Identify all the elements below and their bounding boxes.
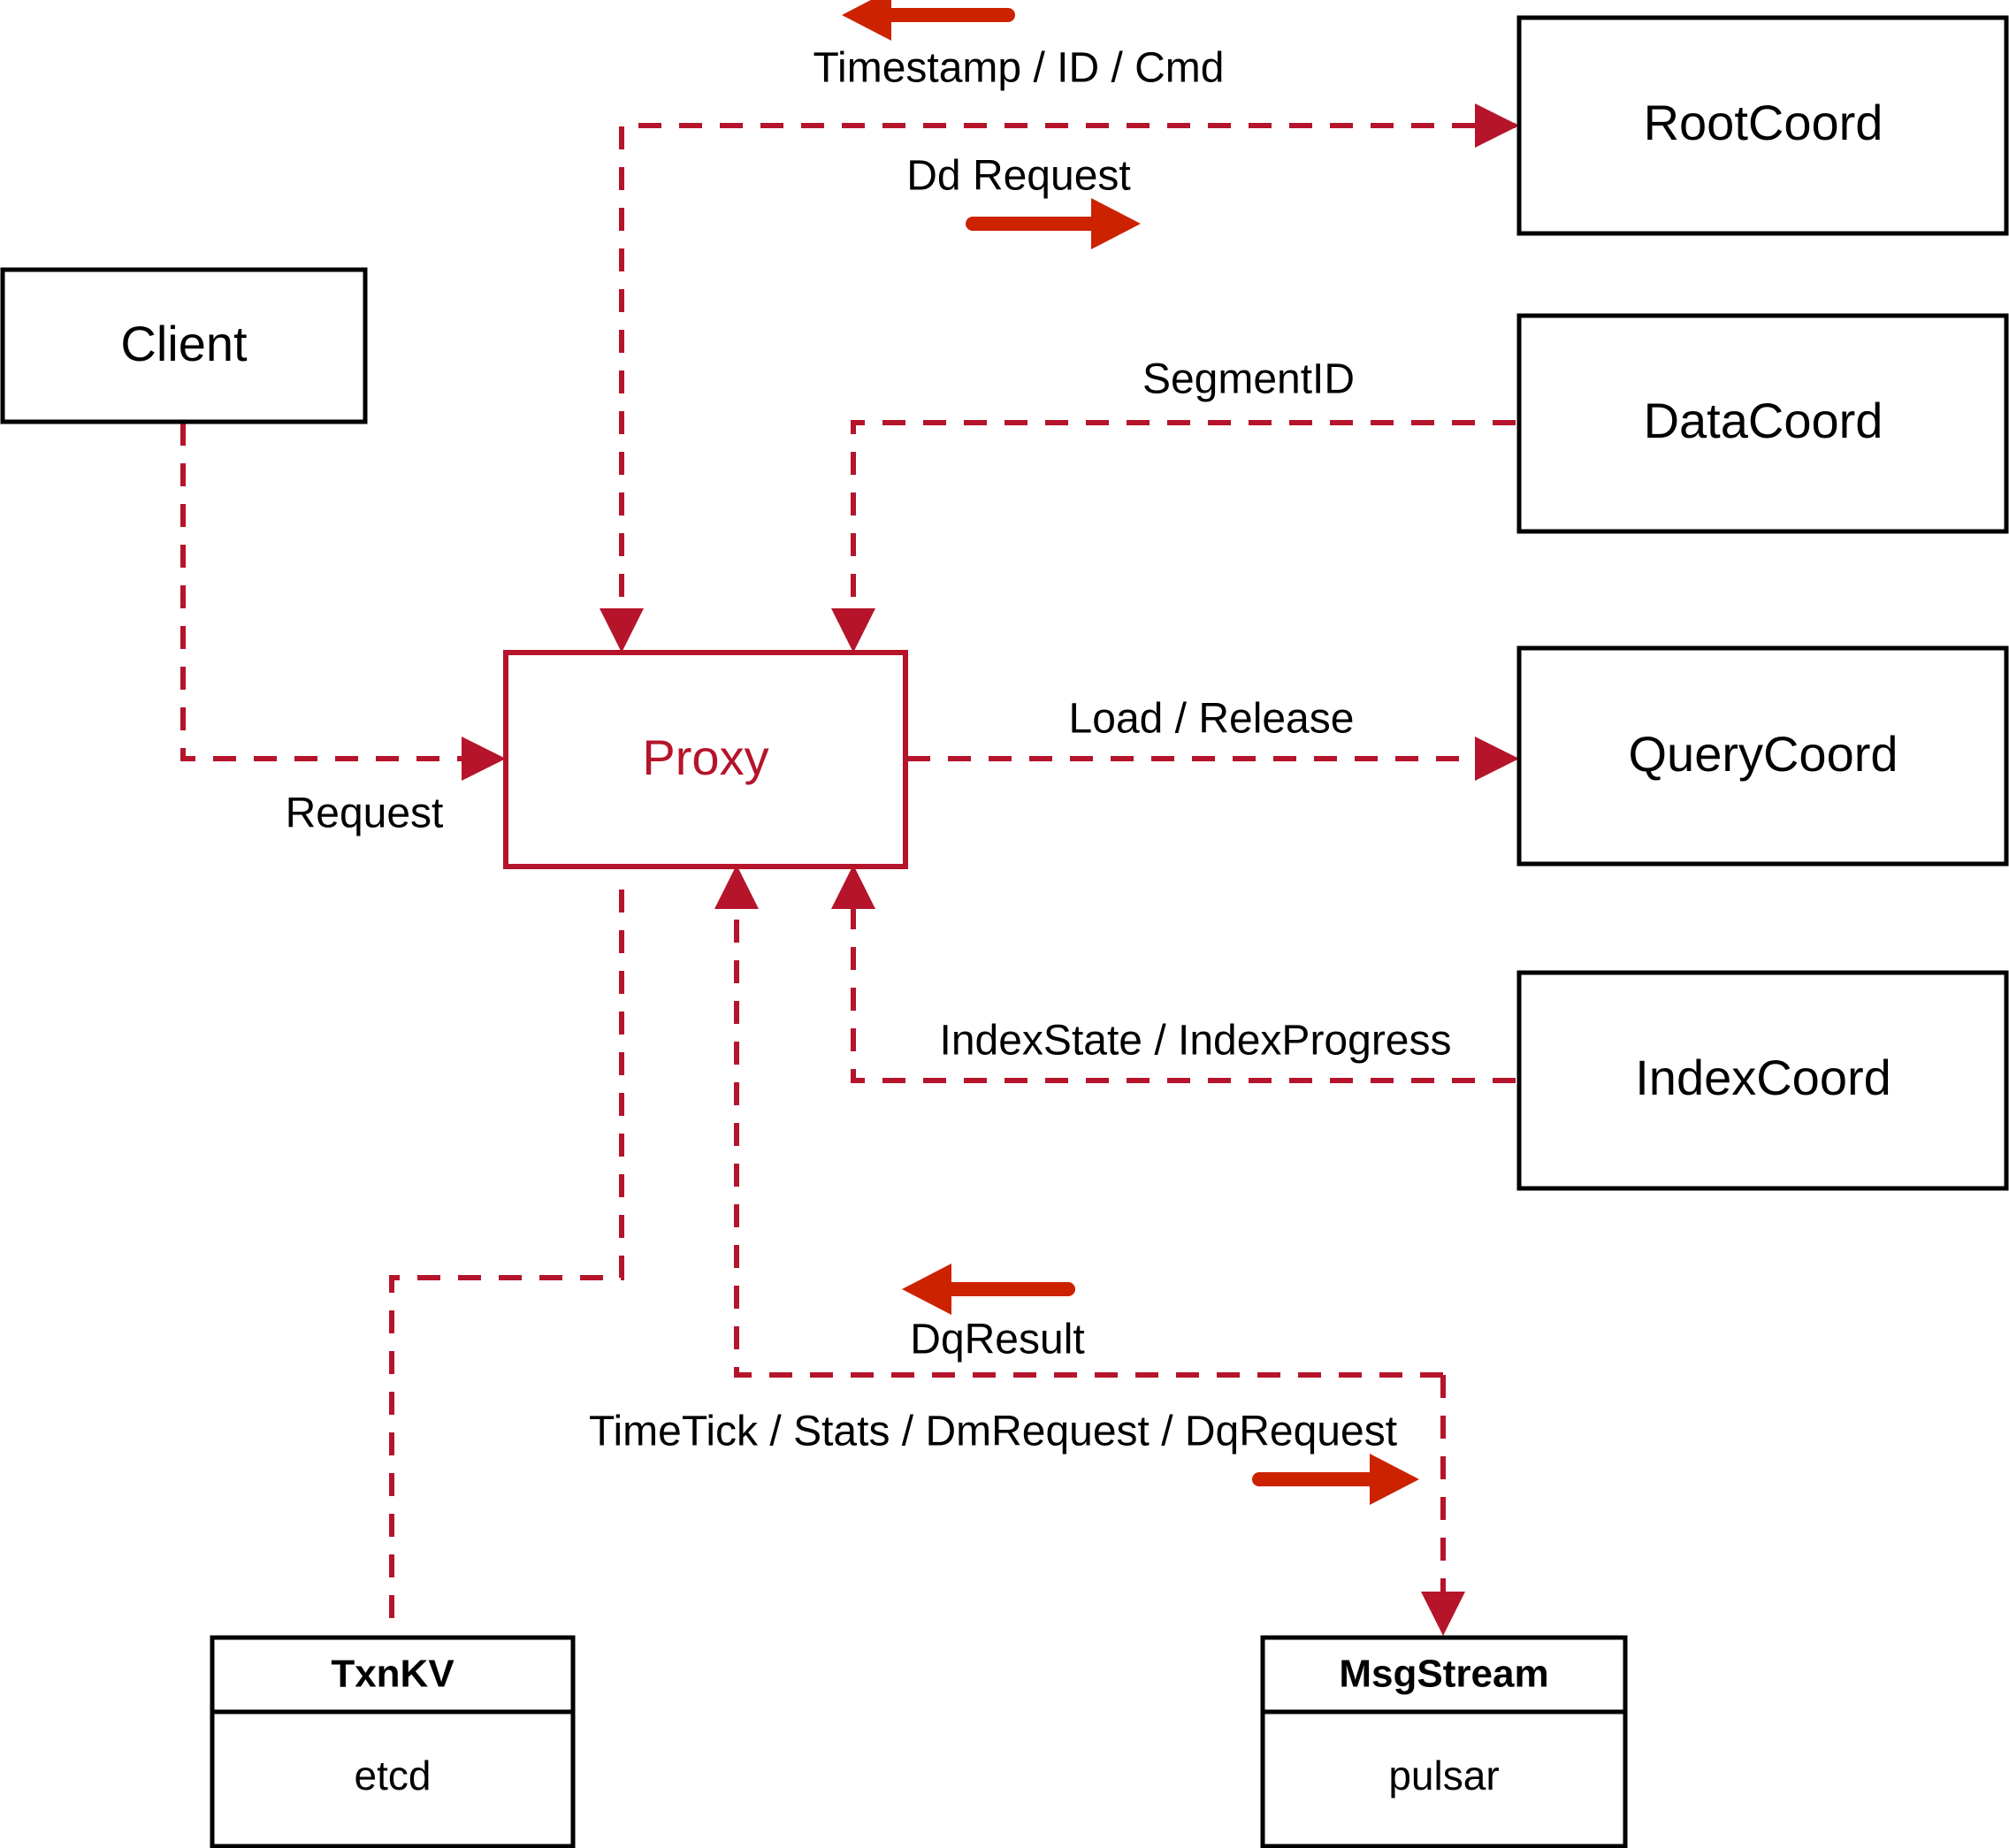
- node-datacoord[interactable]: DataCoord: [1516, 313, 2009, 534]
- store-msgstream-title: MsgStream: [1339, 1653, 1548, 1696]
- node-client-label: Client: [120, 316, 248, 371]
- link-client-to-proxy: [180, 423, 482, 761]
- node-indexcoord-label: IndexCoord: [1635, 1050, 1891, 1105]
- store-txnkv-title: TxnKV: [331, 1653, 455, 1696]
- edge-label-dqresult: DqResult: [910, 1317, 1084, 1363]
- node-querycoord-label: QueryCoord: [1628, 726, 1898, 782]
- arrowhead-proxy-to-msgstream: [1421, 1592, 1465, 1636]
- arrowhead-proxy-to-querycoord: [1475, 737, 1519, 781]
- link-indexcoord-to-proxy: [851, 890, 1516, 1083]
- link-proxy-to-txnkv: [389, 890, 624, 1636]
- edge-label-timestamp-id-cmd: Timestamp / ID / Cmd: [814, 45, 1225, 92]
- edge-label-indexstate: IndexState / IndexProgress: [940, 1018, 1452, 1065]
- store-msgstream[interactable]: MsgStream pulsar: [1260, 1635, 1628, 1848]
- arrowhead-direction-dqresult: [902, 1264, 951, 1315]
- store-txnkv[interactable]: TxnKV etcd: [210, 1635, 576, 1848]
- link-msgstream-to-proxy: [734, 890, 1443, 1378]
- arrowhead-proxy-to-rootcoord: [1475, 103, 1519, 148]
- link-rootcoord-to-proxy: [619, 123, 1516, 630]
- arrowhead-direction-timestamp: [842, 0, 891, 41]
- node-rootcoord-label: RootCoord: [1644, 95, 1883, 150]
- arrowhead-direction-dd-request: [1091, 198, 1141, 249]
- arrowhead-rootcoord-to-proxy: [600, 608, 644, 653]
- arrowhead-msgstream-to-proxy: [714, 865, 759, 909]
- node-client[interactable]: Client: [0, 267, 368, 424]
- node-indexcoord[interactable]: IndexCoord: [1516, 970, 2009, 1191]
- edge-label-segmentid: SegmentID: [1142, 356, 1355, 403]
- link-datacoord-to-proxy: [851, 420, 1516, 630]
- edge-label-timetick-stats: TimeTick / Stats / DmRequest / DqRequest: [589, 1409, 1397, 1455]
- arrowhead-client-to-proxy: [462, 737, 506, 781]
- node-proxy-label: Proxy: [642, 729, 768, 785]
- edge-label-request: Request: [286, 790, 444, 837]
- store-txnkv-impl: etcd: [355, 1753, 432, 1798]
- node-querycoord[interactable]: QueryCoord: [1516, 645, 2009, 867]
- edge-label-dd-request: Dd Request: [906, 153, 1130, 200]
- arrowhead-indexcoord-to-proxy: [831, 865, 875, 909]
- edge-label-load-release: Load / Release: [1069, 696, 1355, 743]
- node-proxy[interactable]: Proxy: [503, 650, 908, 869]
- node-datacoord-label: DataCoord: [1644, 393, 1883, 448]
- arrowhead-datacoord-to-proxy: [831, 608, 875, 653]
- node-rootcoord[interactable]: RootCoord: [1516, 15, 2009, 236]
- arrowhead-direction-timetick: [1370, 1454, 1419, 1505]
- store-msgstream-impl: pulsar: [1388, 1753, 1499, 1798]
